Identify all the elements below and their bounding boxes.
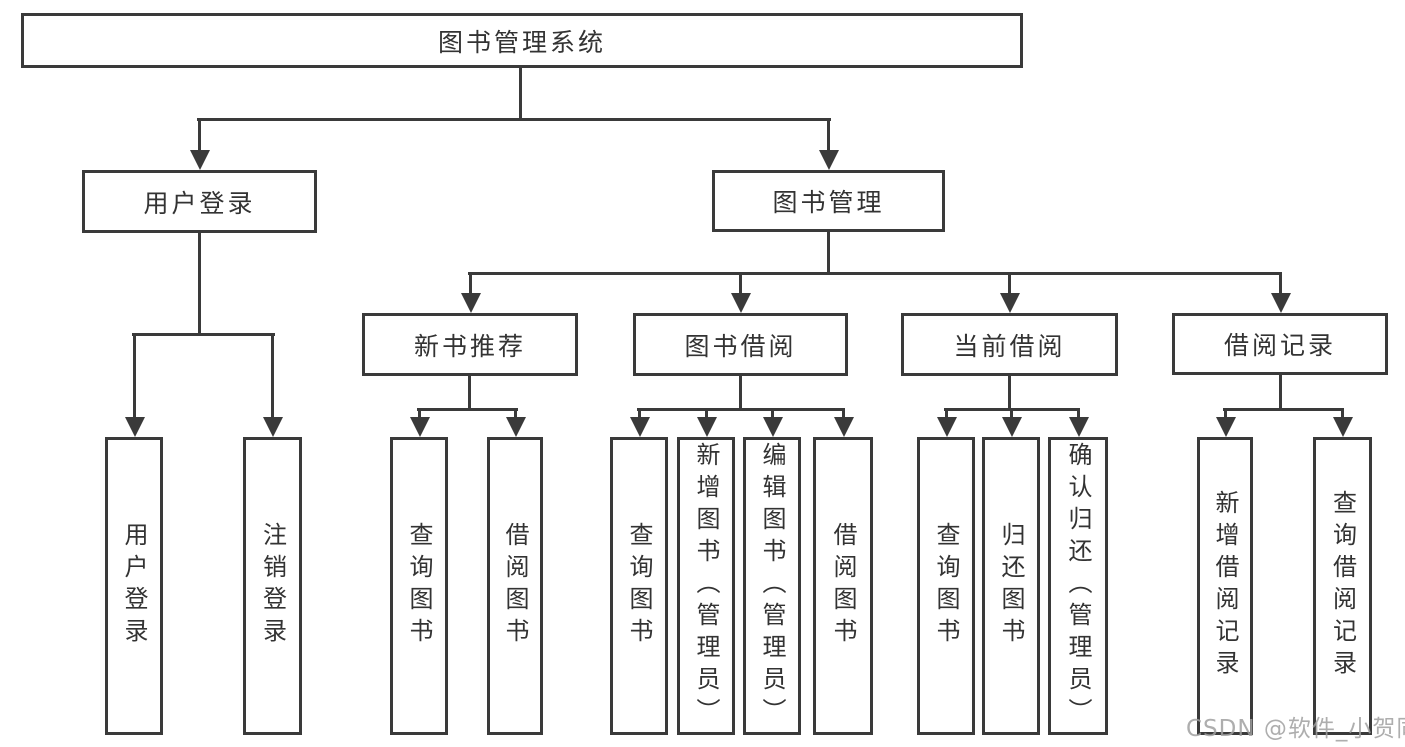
arrow-to-leaf-query-borrow-record	[1341, 408, 1344, 417]
node-current-borrow: 当前借阅	[901, 313, 1118, 376]
connector-user-login-rail	[132, 333, 275, 336]
leaf-user-login: 用户登录	[105, 437, 163, 735]
node-label: 图书借阅	[684, 331, 797, 361]
arrow-to-leaf-borrow-books-1	[514, 408, 517, 417]
arrow-to-borrow-records	[1279, 272, 1282, 293]
arrow-to-leaf-confirm-return	[1077, 408, 1080, 417]
node-user-login: 用户登录	[82, 170, 317, 233]
leaf-confirm-return-admin: 确认归还（管理员）	[1048, 437, 1108, 735]
arrow-to-leaf-logout	[271, 333, 274, 417]
node-label: 查询图书	[405, 522, 433, 650]
node-label: 新书推荐	[413, 331, 526, 361]
node-label: 用户登录	[120, 522, 148, 650]
arrow-to-user-login	[198, 118, 201, 150]
arrow-to-leaf-add-book	[705, 408, 708, 417]
node-label: 用户登录	[143, 188, 256, 218]
leaf-query-books-2: 查询图书	[610, 437, 668, 735]
node-label: 查询图书	[625, 522, 653, 650]
node-library-management-system: 图书管理系统	[21, 13, 1023, 68]
node-label: 查询借阅记录	[1328, 490, 1357, 682]
connector-new-book-recommend-rail	[417, 408, 518, 411]
node-label: 新增图书（管理员）	[692, 442, 720, 730]
arrow-to-leaf-borrow-books-2	[842, 408, 845, 417]
node-label: 归还图书	[997, 522, 1025, 650]
connector-user-login-stem	[198, 231, 201, 335]
connector-root-stem	[519, 66, 522, 120]
node-label: 编辑图书（管理员）	[758, 442, 786, 730]
connector-book-borrow-rail	[637, 408, 845, 411]
arrow-to-leaf-query-books-2	[638, 408, 641, 417]
arrow-to-leaf-return-book	[1010, 408, 1013, 417]
node-label: 借阅记录	[1223, 331, 1336, 360]
node-label: 借阅图书	[829, 522, 857, 650]
leaf-return-book: 归还图书	[982, 437, 1040, 735]
connector-borrow-records-stem	[1279, 373, 1282, 410]
leaf-query-books-3: 查询图书	[917, 437, 975, 735]
leaf-add-book-admin: 新增图书（管理员）	[677, 437, 735, 735]
arrow-to-leaf-query-books-3	[945, 408, 948, 417]
arrow-to-leaf-query-books-1	[418, 408, 421, 417]
leaf-borrow-books-2: 借阅图书	[813, 437, 873, 735]
node-book-borrow: 图书借阅	[633, 313, 848, 376]
arrow-to-current-borrow	[1008, 272, 1011, 293]
node-borrow-records: 借阅记录	[1172, 313, 1388, 375]
watermark: CSDN @软件_小贺同学	[1186, 716, 1405, 742]
leaf-logout: 注销登录	[243, 437, 302, 735]
node-label: 借阅图书	[501, 522, 529, 650]
node-label: 确认归还（管理员）	[1064, 442, 1092, 730]
node-label: 当前借阅	[953, 331, 1066, 361]
arrow-to-book-management	[827, 118, 830, 150]
arrow-to-book-borrow	[739, 272, 742, 293]
leaf-edit-book-admin: 编辑图书（管理员）	[743, 437, 801, 735]
leaf-query-borrow-record: 查询借阅记录	[1313, 437, 1372, 735]
node-label: 图书管理	[772, 188, 885, 217]
connector-book-borrow-stem	[739, 374, 742, 410]
node-label: 注销登录	[258, 522, 287, 650]
connector-root-rail	[197, 118, 831, 121]
arrow-to-leaf-edit-book	[771, 408, 774, 417]
arrow-to-leaf-user-login	[133, 333, 136, 417]
node-label: 图书管理系统	[437, 27, 606, 57]
connector-new-book-recommend-stem	[468, 374, 471, 410]
arrow-to-leaf-add-borrow-record	[1224, 408, 1227, 417]
leaf-query-books-1: 查询图书	[390, 437, 448, 735]
node-book-management: 图书管理	[712, 170, 945, 232]
node-label: 新增借阅记录	[1211, 490, 1239, 682]
connector-current-borrow-stem	[1008, 374, 1011, 410]
arrow-to-new-book-recommend	[469, 272, 472, 293]
node-label: 查询图书	[932, 522, 960, 650]
connector-book-management-stem	[827, 230, 830, 274]
node-new-book-recommend: 新书推荐	[362, 313, 578, 376]
connector-borrow-records-rail	[1223, 408, 1344, 411]
leaf-add-borrow-record: 新增借阅记录	[1197, 437, 1253, 735]
connector-book-management-rail	[468, 272, 1282, 275]
leaf-borrow-books-1: 借阅图书	[487, 437, 543, 735]
